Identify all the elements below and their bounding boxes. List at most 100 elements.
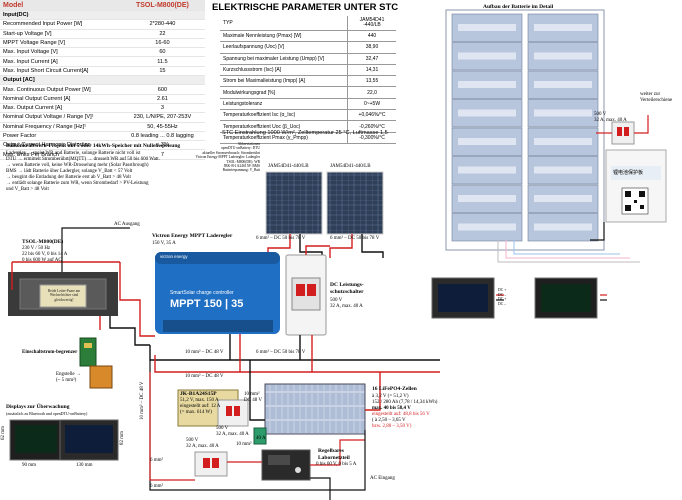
inv-row: Max. Input Voltage [V]60 (0, 47, 205, 58)
inverter-label: TSOL-M800(DE) (22, 239, 64, 245)
pv-row: Modulwirkungsgrad [%]22,0 (220, 86, 396, 99)
inverter-spec-line: 22 bis 60 V, 0 bis 14 A (22, 252, 68, 257)
dim-130: 130 mm (76, 463, 93, 468)
pv-row: Kurzschlussstrom (Isc) [A]14,31 (220, 64, 396, 77)
inv-section-title: Input(DC) (0, 10, 205, 21)
cell-busbar (534, 81, 592, 88)
dc-switch-spec-line: 500 V (330, 298, 343, 303)
breaker-2 (194, 451, 228, 477)
note-line: → wenn Batterie voll, keine WR-Drosselun… (6, 163, 149, 168)
panel-params-title: ELEKTRISCHE PARAMETER UNTER STC (212, 2, 399, 13)
inverter-port-note: Beide Leiter-Paare am Wechselrichter sin… (47, 289, 81, 302)
legend-line: Abbreviationen (237, 142, 260, 146)
bms-title: JK-B1A24S15P (180, 391, 217, 397)
pv-row: Temperaturkoeffizient Pmax (γ_Pmpp)-0,30… (220, 132, 396, 144)
breaker-1-spec-line: 500 V (216, 426, 229, 431)
pv-row: Temperaturkoeffizient Isc (α_Isc)+0,046%… (220, 109, 396, 122)
inv-model-value: TSOL-M800(DE) (119, 0, 205, 11)
pv-row: Maximale Nennleistung (Pmax) [W]440 (220, 30, 396, 43)
bms-screen-label: 锂电池保护板 (613, 171, 644, 176)
displays-title: Displays zur Überwachung (6, 404, 70, 410)
inv-row: Max. Output Current [A]3 (0, 103, 205, 114)
battery-breaker (611, 121, 635, 145)
bms-spec-line: (= max. 614 W) (180, 410, 212, 415)
dc-switch-title: DC Leistungs-schutzschalter (330, 282, 364, 295)
cell-busbar (534, 223, 592, 231)
panel-2-label: JAM54D41-440/LB (330, 164, 371, 169)
cell-busbar (458, 24, 516, 31)
dc-switch-spec-line: 32 A, max. 40 A (330, 304, 363, 309)
note-line: Ladergler → speist WR und Batterie, sola… (6, 151, 141, 156)
bms-spec-line: eingestellt auf: 12 A (180, 404, 221, 409)
victron-charge-controller (155, 252, 280, 334)
dim-62: 62 mm (1, 425, 6, 440)
cell-busbar (534, 52, 592, 60)
inv-row: MPPT Voltage Range [V]16-60 (0, 38, 205, 49)
project-notes: Ladergler → speist WR und Batterie, sola… (6, 151, 266, 193)
dc-detail-label: DC – (498, 301, 507, 306)
battery-frame (445, 9, 605, 251)
note-line: → entlädt solange Batterie zum WR, wenn … (6, 181, 149, 186)
inrush-label: Einschaltstrom-begrenzer (22, 350, 78, 355)
legend-line: TSOL-M800(DE): WR (226, 159, 260, 164)
cells-specs: à 3,2 V (= 51,2 V)152 / 280 Ah (7,78 / 1… (372, 394, 437, 406)
inv-row: Max. Continuous Output Power [W]600 (0, 84, 205, 95)
inv-row: Start-up Voltage [V]22 (0, 29, 205, 39)
cable-6mm-b2: 6 mm² (150, 484, 164, 489)
monitor-display (9, 419, 63, 461)
inv-row: Output Current Harmonic Distortion< 3% (0, 140, 205, 151)
cell-busbar (458, 109, 516, 117)
weiter-label: weiter zur Verteilerschiene (640, 92, 673, 103)
pv-cable-1: 6 mm² – DC 50 bis 78 V (256, 236, 306, 241)
terminal-block (89, 365, 113, 389)
cell-busbar (534, 195, 592, 202)
battery-pack (264, 383, 366, 435)
pv-row: Strom bei Maximalleistung (Impp) [A]13,5… (220, 75, 396, 88)
cells-spec-line: 152 / 280 Ah (7,78 / 14,34 kWh) (372, 400, 438, 405)
dc-detail-label: DC + (498, 288, 507, 292)
displays-sub: (zusätzlich zu Bluetooth und openDTU-onB… (6, 411, 88, 416)
fuse-40a (253, 427, 267, 445)
breaker-2-spec-line: 500 V (186, 438, 199, 443)
dc-switch (285, 254, 327, 336)
micro-inverter (8, 272, 118, 316)
cable-10mm-48b: 10 mm² – DC 48 V (185, 374, 224, 379)
breaker-1 (217, 399, 249, 427)
cell-busbar (458, 223, 516, 231)
battery-breaker-label: 500 V 32 A, max. 40 A (594, 112, 627, 123)
dim-90: 90 mm (22, 463, 37, 468)
note-line: und V_Batt > 48 Volt (6, 187, 49, 192)
solar-panel-2 (326, 171, 384, 235)
cable-6mm-50: 6 mm² – DC 50 bis 78 V (256, 350, 306, 355)
lab-psu-title: Regelbares Labornetzteil (318, 448, 350, 461)
pv-row: Leerlaufspannung (Uoc) [V]38,90 (220, 41, 396, 54)
inv-row: Max. Input Current [A]11.5 (0, 56, 205, 67)
dc-detail-label: DC – (498, 292, 507, 297)
breaker-1-spec-line: 32 A, max. 40 A (216, 432, 249, 437)
inverter-spec-line: 230 V / 50 Hz (22, 246, 51, 251)
battery-monitor-1 (431, 277, 495, 319)
battery-monitor-2 (534, 277, 598, 319)
cable-10mm-dc: 10 mm² DC 48 V (244, 392, 262, 403)
inv-section-title: Output [AC] (0, 75, 205, 86)
legend-line: JBK-B-1A24S15P: BMS (223, 164, 260, 169)
victron-sub: 150 V, 35 A (152, 241, 176, 246)
cable-10mm-48: 10 mm² – DC 48 V (185, 350, 224, 355)
ac-output-label: AC Ausgang (114, 222, 140, 227)
cell-busbar (458, 195, 516, 202)
engstelle-label: Engstelle → (~ 5 mm²) (56, 372, 81, 383)
ac-input-label: AC Eingang (370, 476, 395, 481)
legend-line: Victron Energy MPPT Laderegler: Ladergle… (195, 155, 260, 160)
cells-title: 16 LiFePO4-Zellen (372, 386, 417, 392)
cable-6mm-b1: 6 mm² (150, 458, 164, 463)
